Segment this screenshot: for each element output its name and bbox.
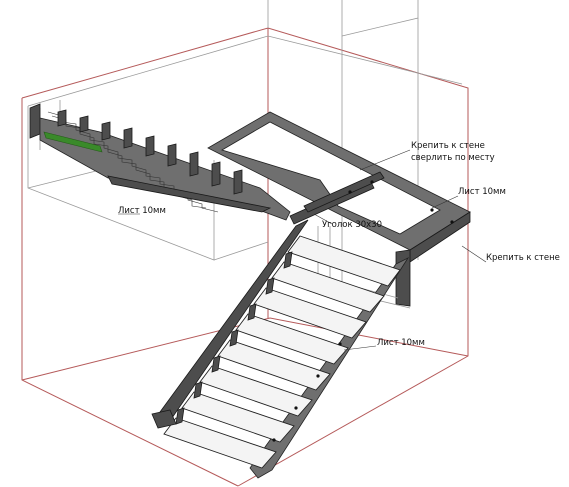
leader-lines: [118, 149, 487, 351]
upper-steps: [57, 109, 243, 195]
annotation-sheet-left: Лист 10мм: [118, 206, 166, 216]
lower-treads: [163, 235, 401, 469]
annotation-wall-mount-2: Крепить к стене: [486, 253, 560, 263]
annotations: Крепить к стене сверлить по месту Лист 1…: [118, 141, 560, 348]
upper-flight: [29, 103, 291, 221]
annotation-wall-mount: Крепить к стене: [411, 141, 485, 151]
annotation-sheet-right: Лист 10мм: [458, 187, 506, 197]
annotation-drill-in-place: сверлить по месту: [411, 153, 495, 163]
lower-risers: [175, 251, 293, 425]
landing-frame: [207, 111, 471, 309]
lower-flight: [151, 219, 410, 479]
annotation-sheet-middle: Лист 10мм: [377, 338, 425, 348]
room-wireframe: [21, 0, 469, 487]
annotation-angle: Уголок 30х30: [322, 220, 382, 230]
